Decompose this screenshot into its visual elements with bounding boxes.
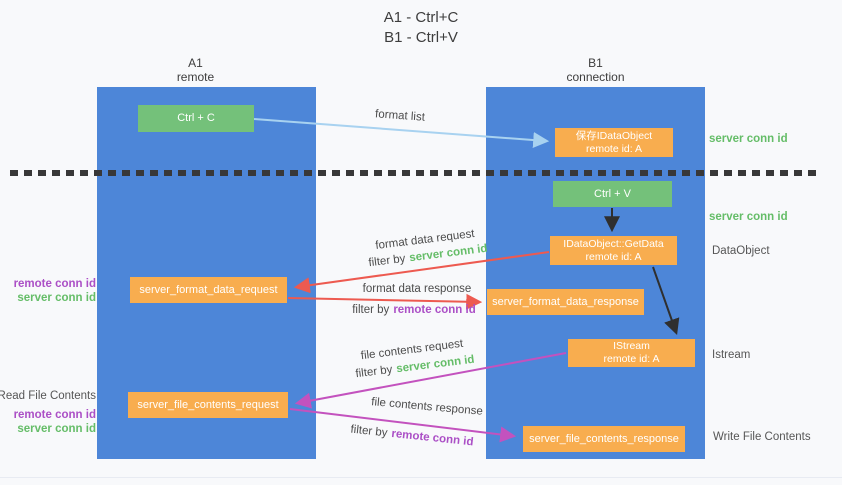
annotation-remote-conn-id-left-2: remote conn id — [13, 409, 96, 421]
title-line-1: A1 - Ctrl+C — [383, 9, 459, 26]
label-format-list: format list — [374, 108, 426, 124]
node-idataobject-getdata-line2: remote id: A — [585, 250, 642, 263]
node-istream: IStream remote id: A — [568, 339, 695, 367]
node-save-idataobject-line2: remote id: A — [585, 142, 643, 155]
annotation-istream: Istream — [712, 349, 751, 361]
node-server-file-contents-request-label: server_file_contents_request — [137, 398, 279, 411]
annotation-server-conn-id-left-1: server conn id — [17, 292, 96, 304]
lane-a1-header: A1 remote — [86, 56, 305, 84]
label-file-contents-response: file contents response — [370, 396, 484, 418]
annotation-dataobject: DataObject — [712, 245, 770, 257]
node-istream-line2: remote id: A — [603, 353, 660, 365]
remote-conn-id-key: remote conn id — [390, 427, 475, 449]
node-server-format-data-request-label: server_format_data_request — [139, 283, 278, 296]
node-server-file-contents-request: server_file_contents_request — [128, 392, 288, 418]
node-istream-line1: IStream — [613, 340, 650, 352]
node-idataobject-getdata: IDataObject::GetData remote id: A — [550, 236, 677, 265]
lane-b1-header: B1 connection — [486, 56, 705, 84]
annotation-server-conn-id-left-2: server conn id — [17, 423, 96, 435]
node-server-format-data-request: server_format_data_request — [130, 277, 287, 303]
lane-a1-name: A1 — [188, 56, 203, 70]
annotation-server-conn-id-right-top: server conn id — [709, 133, 788, 145]
annotation-write-file-contents: Write File Contents — [713, 431, 811, 443]
server-conn-id-key: server conn id — [395, 353, 476, 376]
node-idataobject-getdata-line1: IDataObject::GetData — [563, 237, 664, 250]
annotation-remote-conn-id-left-1: remote conn id — [13, 278, 96, 290]
node-server-format-data-response: server_format_data_response — [487, 289, 644, 315]
title-line-2: B1 - Ctrl+V — [384, 29, 458, 46]
lane-b1-name: B1 — [588, 56, 603, 70]
node-ctrl-c-label: Ctrl + C — [177, 112, 215, 124]
label-format-data-response: format data response — [362, 283, 472, 295]
node-save-idataobject: 保存IDataObject remote id: A — [555, 128, 673, 157]
node-ctrl-c: Ctrl + C — [138, 105, 254, 132]
annotation-read-file-contents: Read File Contents — [0, 390, 96, 402]
annotation-server-conn-id-right-mid: server conn id — [709, 211, 788, 223]
remote-conn-id-key: remote conn id — [393, 304, 476, 316]
arrow-format-data-response — [287, 293, 483, 310]
node-server-format-data-response-label: server_format_data_response — [492, 295, 639, 308]
node-save-idataobject-line1: 保存IDataObject — [575, 129, 653, 142]
node-server-file-contents-response-label: server_file_contents_response — [529, 432, 679, 445]
filter-by-text: filter by — [349, 423, 389, 440]
diagram-title: A1 - Ctrl+C B1 - Ctrl+V — [0, 8, 842, 48]
filter-by-text: filter by — [367, 252, 407, 270]
bottom-divider — [0, 477, 842, 478]
session-divider-dotted-line — [10, 170, 822, 176]
node-ctrl-v-label: Ctrl + V — [594, 187, 631, 200]
lane-b1-subtitle: connection — [566, 70, 625, 84]
filter-by-text: filter by — [354, 363, 394, 381]
filter-by-text: filter by — [352, 304, 390, 316]
node-server-file-contents-response: server_file_contents_response — [523, 426, 685, 452]
node-ctrl-v: Ctrl + V — [553, 181, 672, 207]
lane-a1-subtitle: remote — [176, 70, 215, 84]
